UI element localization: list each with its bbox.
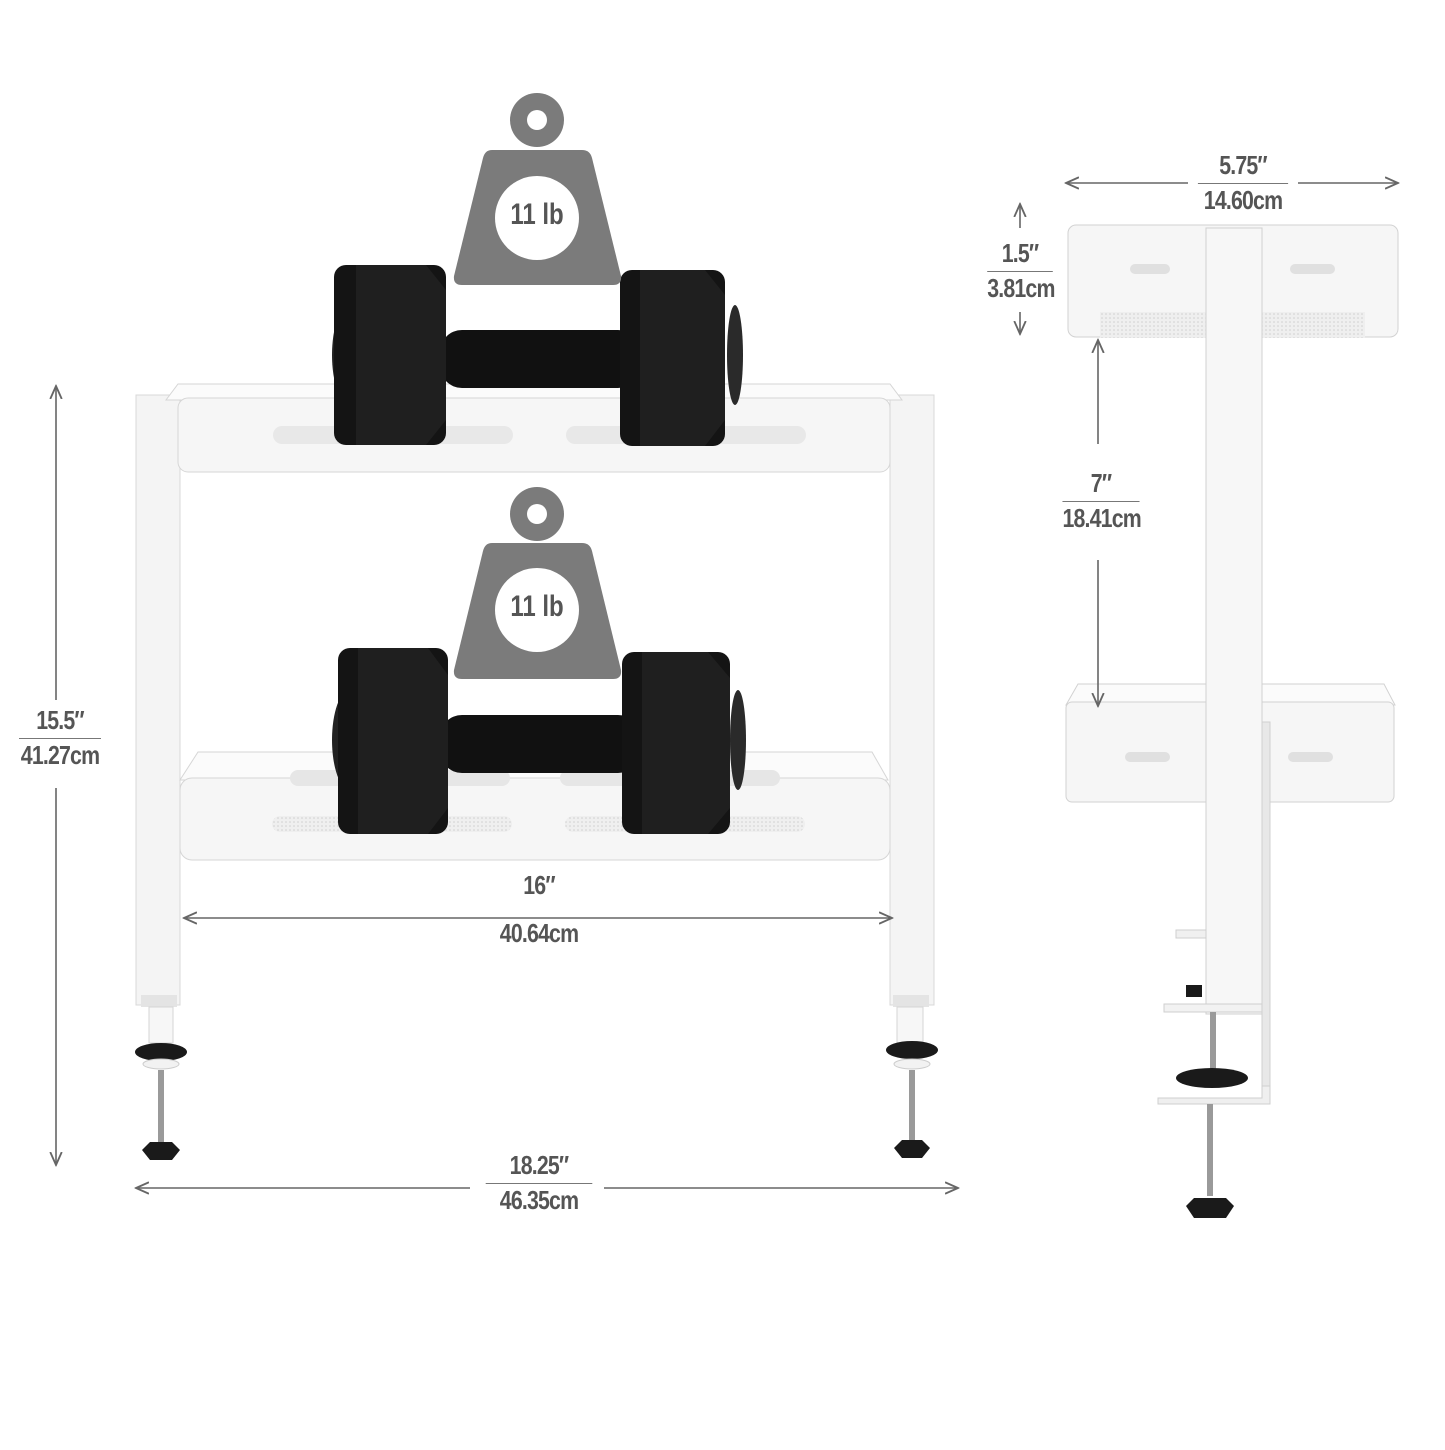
height-dimension-label: 15.5″ 41.27cm	[19, 705, 101, 771]
height-cm: 41.27cm	[20, 740, 100, 770]
weight-icon-bottom	[453, 487, 622, 679]
shelf-gap-inches: 7″	[1062, 468, 1140, 502]
dumbbell-bottom	[332, 648, 746, 834]
inner-width-dimension-label: 16″ 40.64cm	[486, 870, 593, 949]
right-foot	[886, 995, 938, 1158]
overall-width-dimension-label: 18.25″ 46.35cm	[485, 1150, 593, 1216]
overall-width-cm: 46.35cm	[499, 1185, 579, 1215]
depth-inches: 5.75″	[1197, 150, 1289, 184]
weight-label-bottom: 11 lb	[510, 590, 564, 623]
shelf-gap-cm: 18.41cm	[1062, 503, 1141, 533]
shelf-gap-dimension-label: 7″ 18.41cm	[1062, 468, 1142, 534]
height-inches: 15.5″	[19, 705, 101, 739]
inner-width-cm: 40.64cm	[499, 918, 579, 948]
depth-dimension-label: 5.75″ 14.60cm	[1197, 150, 1289, 216]
tray-height-inches: 1.5″	[987, 238, 1053, 272]
tray-height-cm: 3.81cm	[987, 273, 1055, 303]
weight-label-top: 11 lb	[510, 198, 564, 231]
inner-width-inches: 16″	[523, 870, 555, 900]
dimension-lines	[56, 183, 1398, 1188]
depth-cm: 14.60cm	[1203, 185, 1283, 215]
weight-icon-top	[453, 93, 622, 285]
tray-height-dimension-label: 1.5″ 3.81cm	[987, 238, 1055, 304]
side-rack	[1065, 224, 1399, 1218]
dumbbell-top	[332, 265, 743, 446]
left-foot	[135, 995, 187, 1160]
overall-width-inches: 18.25″	[485, 1150, 593, 1184]
